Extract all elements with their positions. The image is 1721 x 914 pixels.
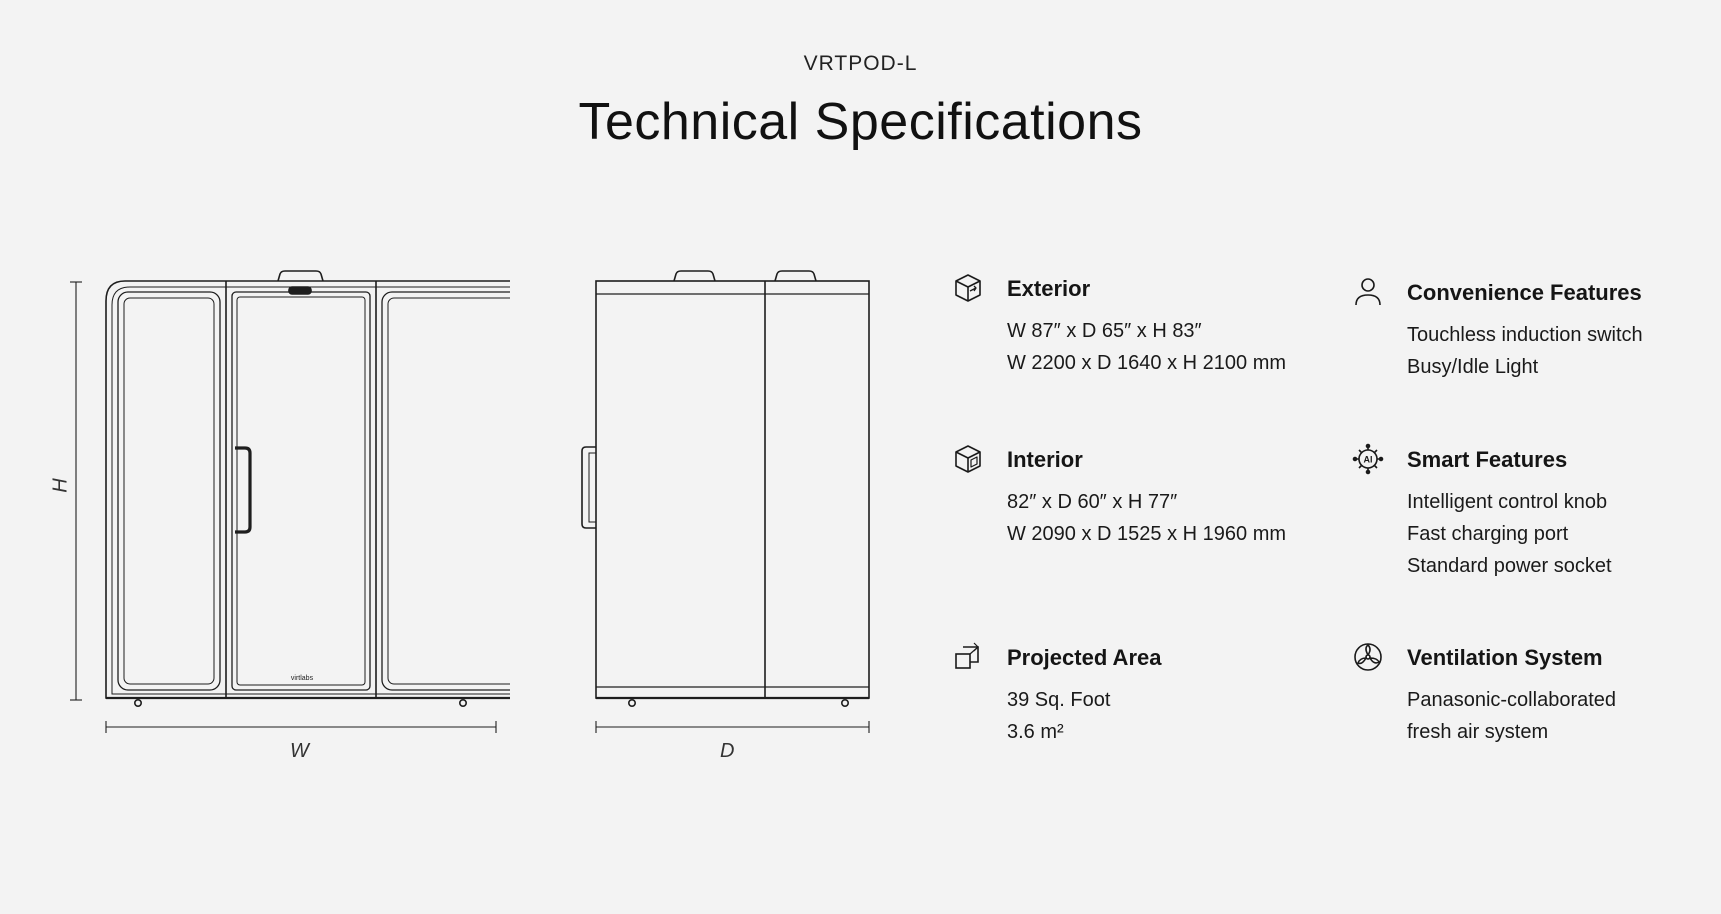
box-inner-icon — [955, 445, 981, 473]
width-label: W — [290, 740, 309, 762]
spec-title: Exterior — [1007, 276, 1091, 301]
spec-title: Convenience Features — [1407, 280, 1642, 305]
spec-line: W 2090 x D 1525 x H 1960 mm — [1007, 523, 1287, 545]
page-title: Technical Specifications — [578, 93, 1143, 151]
product-code: VRTPOD-L — [803, 52, 918, 75]
spec-title: Ventilation System — [1407, 645, 1603, 670]
spec-line: fresh air system — [1407, 721, 1549, 743]
spec-line: Panasonic-collaborated — [1407, 689, 1617, 711]
spec-line: Touchless induction switch — [1407, 324, 1643, 346]
side-elevation-drawing — [581, 270, 870, 733]
fan-icon — [1354, 643, 1382, 671]
spec-title: Smart Features — [1407, 447, 1568, 472]
spec-line: W 87″ x D 65″ x H 83″ — [1007, 320, 1202, 342]
spec-title: Interior — [1007, 447, 1083, 472]
box-icon — [955, 274, 981, 302]
front-elevation-drawing: virtlabs — [70, 270, 510, 733]
spec-line: 39 Sq. Foot — [1007, 689, 1111, 711]
user-icon — [1355, 278, 1381, 306]
spec-line: 82″ x D 60″ x H 77″ — [1007, 491, 1178, 513]
area-icon — [955, 642, 979, 669]
spec-line: Standard power socket — [1407, 555, 1612, 577]
spec-line: Busy/Idle Light — [1407, 356, 1539, 378]
spec-line: W 2200 x D 1640 x H 2100 mm — [1007, 352, 1287, 374]
spec-line: Intelligent control knob — [1407, 491, 1608, 513]
depth-label: D — [720, 740, 735, 762]
svg-text:AI: AI — [1364, 455, 1373, 465]
height-label: H — [49, 478, 72, 493]
front-brand-mark: virtlabs — [291, 675, 314, 682]
ai-chip-icon: AI — [1352, 443, 1384, 475]
spec-title: Projected Area — [1007, 645, 1162, 670]
spec-line: 3.6 m² — [1007, 721, 1064, 743]
spec-line: Fast charging port — [1407, 523, 1569, 545]
